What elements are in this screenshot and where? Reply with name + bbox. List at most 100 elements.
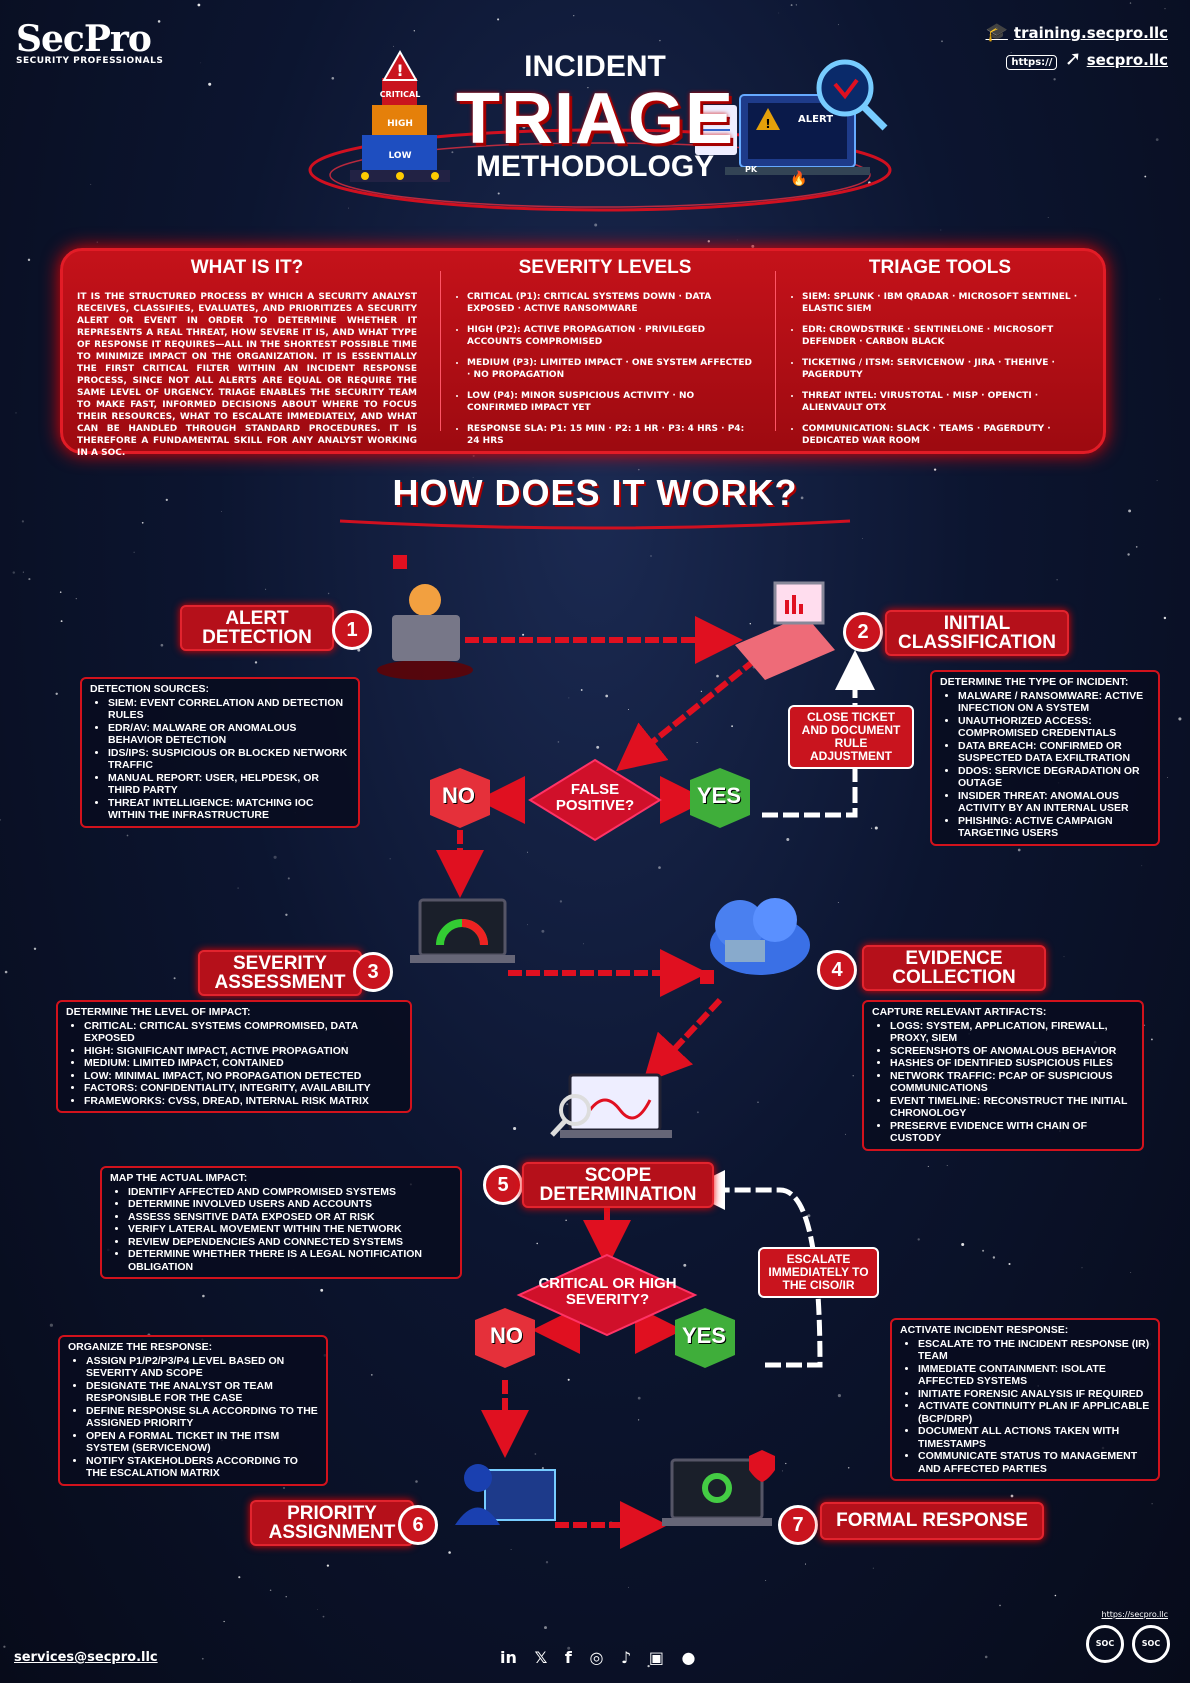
star <box>696 1111 699 1114</box>
decision-1-no: NO <box>442 783 475 808</box>
cert-badges: SOC SOC <box>1086 1625 1170 1663</box>
star <box>413 30 415 32</box>
no-cube-icon <box>475 1308 535 1368</box>
star <box>1127 553 1130 556</box>
star <box>472 454 475 457</box>
star <box>1178 717 1182 721</box>
svg-text:HIGH: HIGH <box>387 119 413 129</box>
svg-text:LOW: LOW <box>389 151 412 161</box>
github-icon[interactable]: ● <box>681 1648 696 1667</box>
star <box>157 20 161 23</box>
decision-2-action: ESCALATE IMMEDIATELY TO THE CISO/IR <box>758 1247 879 1298</box>
star <box>1053 78 1056 81</box>
site-link[interactable]: https:// ➚ secpro.llc <box>1006 46 1168 70</box>
star <box>559 900 563 903</box>
star <box>736 239 738 241</box>
star <box>800 496 804 500</box>
star <box>666 495 670 499</box>
star <box>472 477 474 479</box>
what-is-it-heading: WHAT IS IT? <box>190 257 304 278</box>
linkedin-icon[interactable]: in <box>500 1648 517 1667</box>
star <box>933 468 937 471</box>
star <box>1159 298 1161 300</box>
step-3-details: Determine the level of impact: Critical:… <box>56 1000 412 1113</box>
star <box>1141 865 1143 867</box>
instagram-icon[interactable]: ◎ <box>589 1648 604 1667</box>
star <box>874 826 878 830</box>
star <box>27 258 31 262</box>
star <box>804 1563 807 1565</box>
star <box>1008 1262 1011 1266</box>
star <box>982 1249 985 1252</box>
yes-cube-icon <box>675 1308 735 1368</box>
star <box>370 1374 373 1376</box>
star <box>141 521 144 524</box>
star <box>237 887 239 889</box>
title-line-3: METHODOLOGY <box>475 150 715 183</box>
star <box>415 1480 418 1483</box>
step-4-details: Capture relevant artifacts: Logs: system… <box>862 1000 1144 1151</box>
star <box>1054 1594 1057 1597</box>
star <box>1163 616 1167 620</box>
star <box>331 77 335 80</box>
star <box>173 977 176 980</box>
severity-item: Medium (P3): limited impact · one system… <box>467 357 755 381</box>
step-7-label: FORMAL RESPONSE <box>820 1502 1044 1540</box>
contact-email-link[interactable]: services@secpro.llc <box>14 1650 158 1665</box>
star <box>273 855 277 859</box>
tiktok-icon[interactable]: ♪ <box>621 1648 632 1667</box>
svg-text:🔥: 🔥 <box>790 170 807 187</box>
star <box>544 1626 547 1630</box>
star <box>393 45 394 47</box>
step-7-details: Activate incident response: Escalate to … <box>890 1318 1160 1481</box>
star <box>565 1219 567 1221</box>
decision-diamond <box>516 1253 698 1337</box>
star <box>534 1453 537 1455</box>
no-cube-icon <box>430 768 490 828</box>
star <box>265 588 267 590</box>
star <box>647 1664 650 1668</box>
cloud-evidence-icon <box>700 898 810 984</box>
star <box>0 819 2 821</box>
x-icon[interactable]: 𝕏 <box>534 1648 548 1667</box>
star <box>1143 1024 1146 1027</box>
brand-logo[interactable]: SecPro SECURITY PROFESSIONALS <box>16 18 163 66</box>
star <box>327 592 330 595</box>
step-1-number: 1 <box>332 610 372 650</box>
star <box>60 620 63 623</box>
tool-item: SIEM: Splunk · IBM QRadar · Microsoft Se… <box>802 291 1090 315</box>
star <box>1056 579 1058 581</box>
step-2-details: Determine the type of incident: Malware … <box>930 670 1160 846</box>
svg-text:PK: PK <box>745 165 758 174</box>
star <box>320 1288 324 1292</box>
star <box>15 412 17 414</box>
star <box>778 12 780 14</box>
star <box>871 827 873 829</box>
star <box>795 4 797 6</box>
decision-2-yes: YES <box>682 1323 727 1348</box>
star <box>786 838 790 841</box>
star <box>605 694 609 698</box>
training-link[interactable]: 🎓training.secpro.llc <box>985 22 1169 43</box>
star <box>4 970 8 974</box>
chat-icon[interactable]: ▣ <box>648 1648 664 1667</box>
star <box>637 1396 641 1400</box>
star <box>545 1561 549 1564</box>
facebook-icon[interactable]: f <box>564 1648 572 1667</box>
star <box>1135 546 1138 548</box>
star <box>3 1645 6 1648</box>
star <box>992 1256 996 1259</box>
severity-item: High (P2): active propagation · privileg… <box>467 324 755 348</box>
star <box>566 1103 569 1106</box>
alert-monitor-icon: ! ALERT PK 🔥 <box>695 59 888 187</box>
star <box>862 538 863 539</box>
star <box>984 1655 988 1659</box>
tool-item: Threat Intel: VirusTotal · MISP · OpenCT… <box>802 390 1090 414</box>
url-prefix-box: https:// <box>1006 55 1058 70</box>
star <box>658 866 661 869</box>
star <box>541 929 545 933</box>
star <box>541 1467 544 1470</box>
decision-diamond <box>528 758 662 842</box>
cert-link[interactable]: https://secpro.llc <box>1101 1610 1169 1619</box>
